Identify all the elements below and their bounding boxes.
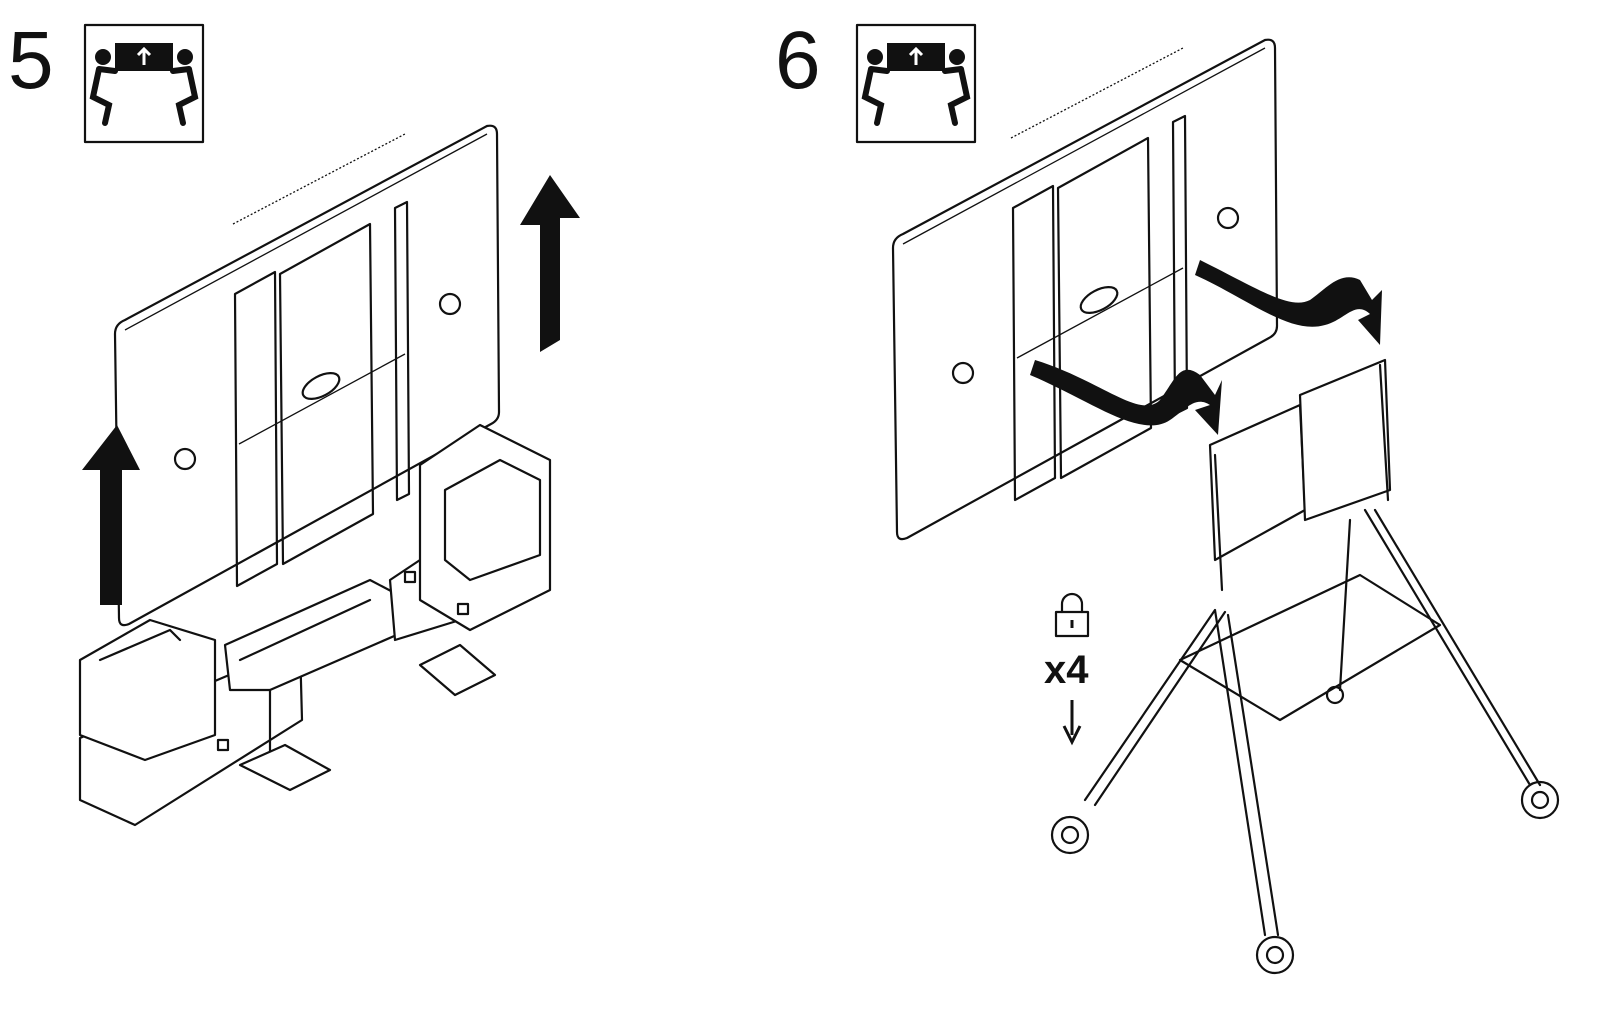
lock-quantity: x4 bbox=[1044, 648, 1089, 692]
up-arrow-icon bbox=[520, 175, 580, 352]
guide-arrow bbox=[1195, 260, 1382, 345]
step-5-number: 5 bbox=[8, 15, 54, 106]
packaging-box bbox=[78, 423, 552, 827]
down-arrow-icon bbox=[1062, 700, 1082, 746]
cart-stand bbox=[1050, 358, 1560, 975]
step-6-number: 6 bbox=[775, 15, 821, 106]
two-person-lift-icon bbox=[857, 25, 975, 142]
lock-icon bbox=[1054, 592, 1090, 638]
two-person-lift-icon bbox=[85, 25, 203, 142]
guide-arrow bbox=[1030, 360, 1222, 435]
up-arrow-icon bbox=[82, 425, 140, 605]
